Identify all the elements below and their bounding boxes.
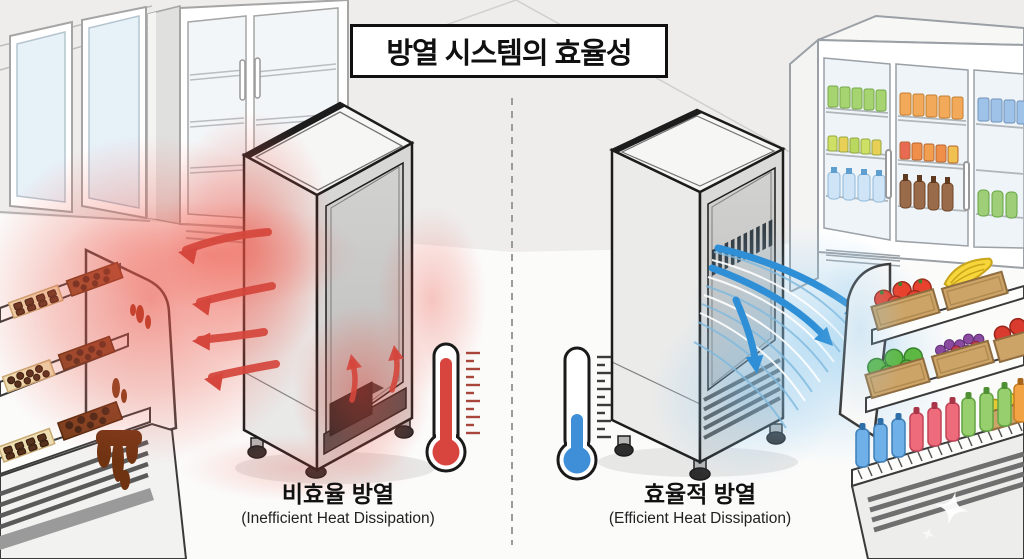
drink-items-cans xyxy=(827,135,882,156)
caption-efficient: 효율적 방열 (Efficient Heat Dissipation) xyxy=(568,481,832,527)
inefficient-sublabel: (Inefficient Heat Dissipation) xyxy=(241,510,435,528)
drink-items-blue-cartons xyxy=(977,97,1024,125)
drink-items-brown-bottles xyxy=(899,174,954,212)
drink-items-orange-cartons xyxy=(899,92,964,120)
freezer-door-handle xyxy=(254,57,261,99)
shelf-hatch-ticks xyxy=(857,421,1023,480)
page-title: 방열 시스템의 효율성 xyxy=(350,24,668,78)
efficient-label: 효율적 방열 xyxy=(643,481,757,507)
inefficient-label: 비효율 방열 xyxy=(281,481,395,507)
caption-inefficient: 비효율 방열 (Inefficient Heat Dissipation) xyxy=(206,481,470,527)
drink-fridge-background xyxy=(789,14,1024,294)
efficient-sublabel: (Efficient Heat Dissipation) xyxy=(608,510,792,528)
drink-items-green-bottles xyxy=(977,189,1018,219)
thermometer-hot-icon xyxy=(425,342,480,473)
produce-display-case xyxy=(815,240,1024,559)
crate-apples xyxy=(992,317,1024,364)
heat-glow xyxy=(0,110,487,502)
crate-grapes xyxy=(930,333,995,380)
heat-arrows-icon xyxy=(178,228,405,403)
drink-fridge-handle xyxy=(885,149,892,199)
crate-bananas xyxy=(940,257,1009,312)
sparkle-icon xyxy=(921,491,969,541)
thermometer-cold-icon xyxy=(556,346,611,481)
drink-fridge-handle xyxy=(963,161,970,211)
drink-items-water-bottles xyxy=(827,167,886,203)
drink-items-orange-cans xyxy=(899,141,959,164)
freezer-door-handle xyxy=(239,59,246,101)
bottle-row xyxy=(855,378,1024,468)
drink-items-green-cartons xyxy=(827,85,887,112)
